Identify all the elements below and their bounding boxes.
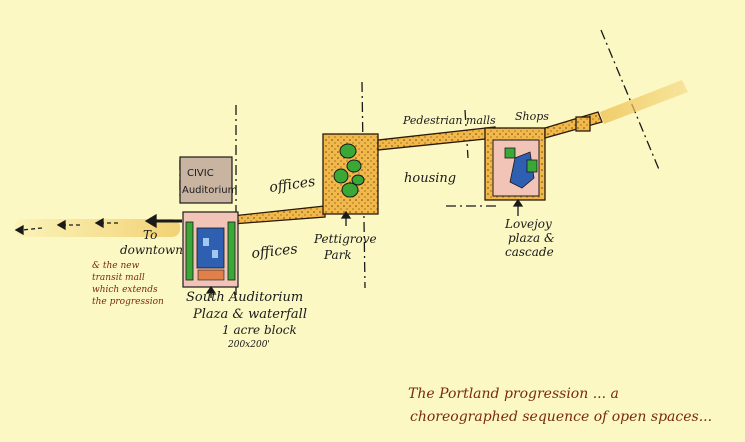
note-line4: the progression (92, 297, 164, 307)
south-label-line3: 1 acre block (222, 323, 297, 337)
lovejoy-plaza (493, 140, 539, 196)
downtown-label: downtown (120, 243, 183, 257)
lovejoy-label-line3: cascade (505, 245, 554, 259)
pedestrian-malls-label: Pedestrian malls (402, 114, 496, 127)
progression-path (232, 112, 602, 224)
civic-label-line2: Auditorium (182, 185, 237, 196)
caption-subtitle: choreographed sequence of open spaces... (410, 409, 712, 425)
to-label: To (143, 228, 157, 242)
civic-auditorium-box (180, 157, 232, 203)
south-label-line1: South Auditorium (186, 290, 303, 305)
lovejoy-label-line1: Lovejoy (504, 217, 552, 231)
street-lines (180, 30, 660, 305)
south-label-line4: 200x200' (227, 340, 270, 350)
civic-label-line1: CIVIC (187, 168, 214, 179)
offices-top-label: offices (268, 174, 316, 196)
shops-label: Shops (515, 110, 549, 123)
pettigrove-label-line2: Park (323, 248, 352, 262)
offices-bottom-label: offices (251, 241, 299, 262)
lovejoy-label-line2: plaza & (508, 231, 555, 245)
housing-label: housing (404, 171, 456, 186)
south-auditorium-plaza (183, 212, 238, 287)
note-line1: & the new (92, 261, 140, 271)
right-walkway (600, 80, 688, 124)
note-line2: transit mall (92, 273, 145, 283)
note-line3: which extends (92, 285, 158, 295)
south-label-line2: Plaza & waterfall (192, 307, 307, 322)
caption-title: The Portland progression ... a (408, 386, 619, 402)
pettigrove-label-line1: Pettigrove (313, 232, 377, 246)
